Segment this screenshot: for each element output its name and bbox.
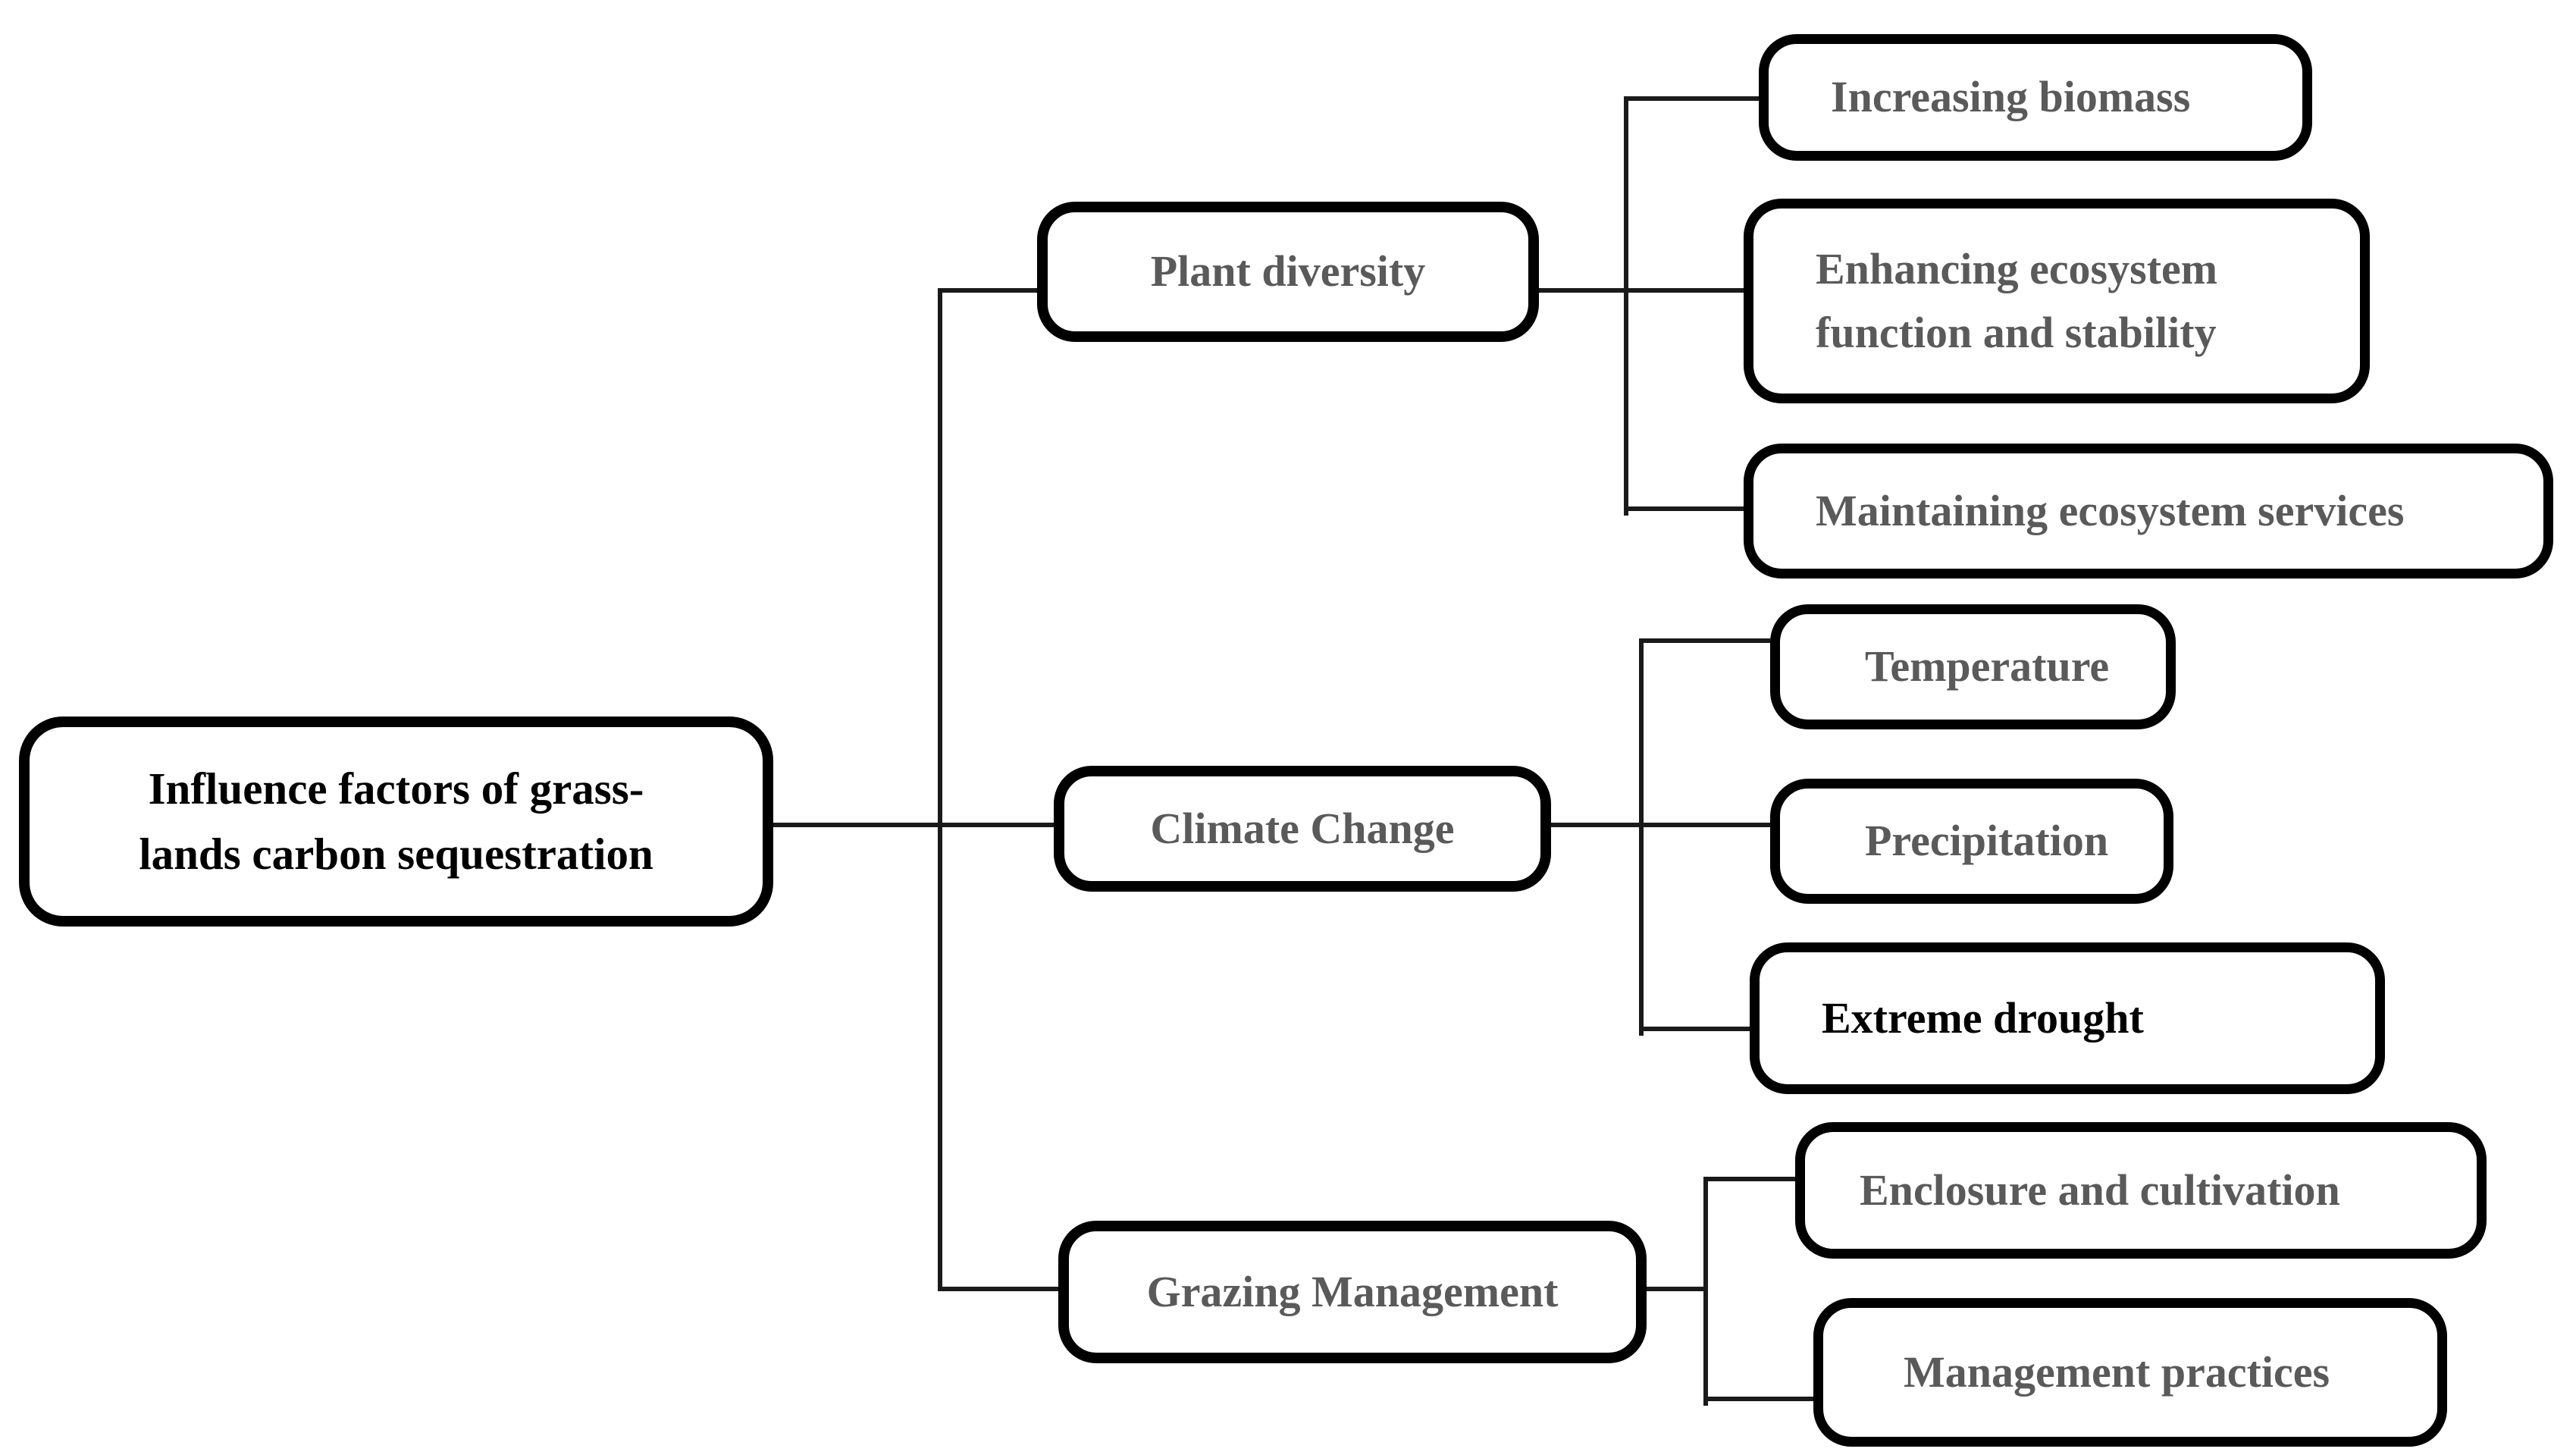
branch-box-plant-diversity: Plant diversity bbox=[1037, 202, 1539, 342]
connector-to-maintaining bbox=[1626, 506, 1744, 511]
connector-grazing-group-vertical bbox=[1703, 1177, 1708, 1406]
connector-trunk-to-grazing bbox=[940, 1287, 1058, 1291]
branch-box-climate-change: Climate Change bbox=[1054, 766, 1551, 892]
connector-to-increasing bbox=[1626, 96, 1759, 101]
connector-climate-to-precipitation bbox=[1550, 823, 1770, 827]
connector-plant-group-vertical bbox=[1624, 96, 1628, 516]
management-practices-label: Management practices bbox=[1904, 1347, 2330, 1397]
connector-trunk-vertical bbox=[938, 288, 942, 1291]
climate-change-label: Climate Change bbox=[1150, 803, 1455, 853]
leaf-box-enhancing-ecosystem: Enhancing ecosystem function and stabili… bbox=[1744, 199, 2370, 403]
connector-grazing-to-group bbox=[1645, 1287, 1706, 1291]
leaf-box-increasing-biomass: Increasing biomass bbox=[1759, 34, 2312, 161]
enhancing-label-line1: Enhancing ecosystem bbox=[1816, 243, 2218, 293]
plant-diversity-label: Plant diversity bbox=[1150, 246, 1426, 296]
connector-root-to-climate bbox=[772, 823, 1054, 827]
leaf-box-maintaining-services: Maintaining ecosystem services bbox=[1744, 444, 2553, 579]
increasing-biomass-label: Increasing biomass bbox=[1831, 72, 2191, 122]
connector-plant-to-enhancing bbox=[1539, 288, 1744, 293]
connector-trunk-to-plant bbox=[940, 288, 1037, 293]
connector-to-temperature bbox=[1641, 638, 1770, 643]
root-label-line1: Influence factors of grass- bbox=[148, 763, 644, 814]
enhancing-label-line2: function and stability bbox=[1816, 308, 2217, 357]
enclosure-cultivation-label: Enclosure and cultivation bbox=[1860, 1165, 2340, 1215]
extreme-drought-label: Extreme drought bbox=[1822, 992, 2144, 1043]
leaf-box-extreme-drought: Extreme drought bbox=[1750, 942, 2385, 1094]
grazing-management-label: Grazing Management bbox=[1146, 1266, 1559, 1316]
leaf-box-enclosure-cultivation: Enclosure and cultivation bbox=[1795, 1122, 2487, 1259]
temperature-label: Temperature bbox=[1865, 641, 2110, 691]
root-box-influence-factors: Influence factors of grass- lands carbon… bbox=[19, 717, 773, 927]
connector-to-enclosure bbox=[1706, 1177, 1795, 1181]
leaf-box-temperature: Temperature bbox=[1770, 604, 2176, 729]
branch-box-grazing-management: Grazing Management bbox=[1058, 1221, 1647, 1363]
precipitation-label: Precipitation bbox=[1865, 816, 2109, 866]
connector-to-extreme-drought bbox=[1641, 1027, 1750, 1031]
leaf-box-management-practices: Management practices bbox=[1813, 1298, 2447, 1447]
maintaining-services-label: Maintaining ecosystem services bbox=[1816, 485, 2405, 535]
connector-climate-group-vertical bbox=[1639, 638, 1644, 1036]
leaf-box-precipitation: Precipitation bbox=[1770, 779, 2173, 904]
root-label-line2: lands carbon sequestration bbox=[139, 828, 653, 879]
connector-to-management bbox=[1706, 1397, 1813, 1401]
